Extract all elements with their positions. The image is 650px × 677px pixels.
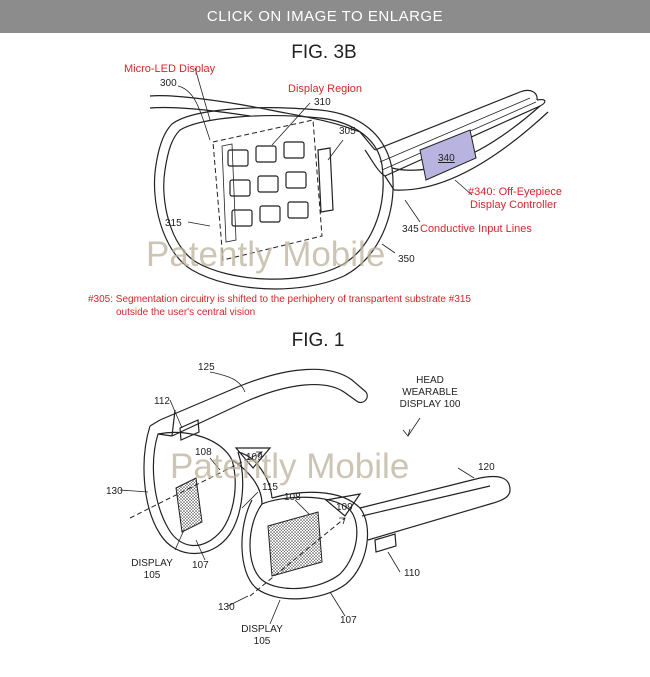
eyepiece-frame <box>149 89 549 290</box>
annotation-micro-led: Micro-LED Display <box>124 63 216 75</box>
annotation-display-region: Display Region <box>288 83 362 95</box>
display-right <box>267 511 323 577</box>
ref-label: 125 <box>198 362 215 373</box>
fig-1-title: FIG. 1 <box>292 330 345 351</box>
ref-label: 130 <box>218 602 235 613</box>
note-line-1: #305: Segmentation circuitry is shifted … <box>88 294 471 305</box>
display-region-outline <box>212 119 323 261</box>
ref-label: 120 <box>478 462 495 473</box>
ref-label: 345 <box>402 224 419 235</box>
ref-label: DISPLAY <box>131 558 173 569</box>
ref-label: 115 <box>262 482 278 493</box>
ref-label: 108 <box>284 492 301 503</box>
ref-label: 110 <box>404 568 420 579</box>
ref-label: DISPLAY 100 <box>400 399 461 410</box>
annotation-controller-1: #340: Off-Eyepiece <box>468 186 562 198</box>
ref-label: 315 <box>165 218 182 229</box>
triangle-109-right <box>324 493 362 517</box>
fig-1: FIG. 1 HEAD WEARABLE DISPLAY 100 <box>106 330 511 647</box>
annotation-controller-2: Display Controller <box>470 199 557 211</box>
ref-label: 107 <box>340 615 357 626</box>
ref-label: 310 <box>314 97 331 108</box>
ref-label: DISPLAY <box>241 624 283 635</box>
ref-label: 112 <box>154 396 170 407</box>
ref-label: 108 <box>195 447 212 458</box>
watermark-top: Patently Mobile <box>146 235 385 274</box>
ref-label: 130 <box>106 486 123 497</box>
ref-label: 109 <box>246 452 263 463</box>
ref-label: 350 <box>398 254 415 265</box>
annotation-conductive: Conductive Input Lines <box>420 223 532 235</box>
glasses-frame <box>143 368 511 600</box>
ref-label: HEAD <box>416 375 444 386</box>
ref-label: 300 <box>160 78 177 89</box>
fig-3b-title: FIG. 3B <box>291 42 356 63</box>
ref-label: 109 <box>336 502 353 513</box>
ref-label: WEARABLE <box>402 387 458 398</box>
ref-label: 105 <box>144 570 161 581</box>
triangle-109-left <box>234 447 272 469</box>
ref-label: 105 <box>254 636 271 647</box>
ref-label: 305 <box>339 126 356 137</box>
watermark-bottom: Patently Mobile <box>170 447 409 486</box>
display-left <box>175 477 203 533</box>
micro-led-grid <box>221 141 334 243</box>
display-controller <box>419 129 477 181</box>
note-line-2: outside the user's central vision <box>116 307 255 318</box>
enlarge-banner[interactable]: CLICK ON IMAGE TO ENLARGE <box>0 0 650 33</box>
fig-3b: FIG. 3B <box>88 42 562 318</box>
ref-label: 340 <box>438 153 455 164</box>
ref-label: 107 <box>192 560 209 571</box>
